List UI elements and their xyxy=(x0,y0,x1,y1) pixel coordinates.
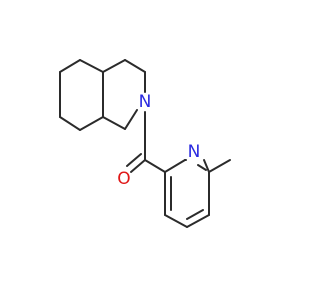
bond-18 xyxy=(197,164,207,171)
bond-0 xyxy=(59,59,81,73)
bond-4 xyxy=(59,116,81,131)
bond-20 xyxy=(186,214,210,228)
bond-15 xyxy=(164,159,186,173)
bond-13 xyxy=(126,153,142,167)
bond-7 xyxy=(124,59,146,73)
atom-O1-label: O xyxy=(117,169,130,189)
bond-layer xyxy=(59,59,231,228)
bond-9 xyxy=(102,116,126,130)
atom-N1-label: N xyxy=(139,92,152,112)
bond-17 xyxy=(203,159,210,173)
structure-canvas: N N O xyxy=(59,59,231,228)
bond-21 xyxy=(186,209,204,220)
bond-12 xyxy=(130,159,146,173)
bond-1 xyxy=(79,59,104,73)
bond-22 xyxy=(164,214,188,228)
bond-25 xyxy=(208,159,231,173)
bond-14 xyxy=(144,159,166,173)
atom-label-layer: N N O xyxy=(117,92,200,189)
atom-N2-label: N xyxy=(188,142,201,162)
bond-10 xyxy=(124,109,138,130)
bond-6 xyxy=(102,59,126,73)
bond-3 xyxy=(79,116,104,131)
